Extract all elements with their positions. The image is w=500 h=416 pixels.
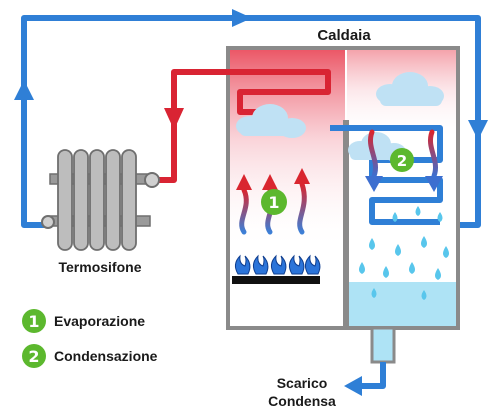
arrow-icon <box>236 168 310 190</box>
stage-2-badge: 2 <box>390 148 414 172</box>
drain-label-line1: Scarico <box>277 375 328 391</box>
svg-text:2: 2 <box>397 152 407 170</box>
boiler-title: Caldaia <box>317 27 371 44</box>
condensate-drain <box>344 326 396 396</box>
arrow-icon <box>232 9 252 27</box>
drain-label-line2: Condensa <box>268 393 336 409</box>
legend-item-condensation: 2 Condensazione <box>22 344 158 368</box>
legend: 1 Evaporazione 2 Condensazione <box>22 309 158 368</box>
cloud-icon <box>376 72 444 106</box>
condensate-water <box>347 282 456 326</box>
flame-icon <box>234 254 321 275</box>
svg-text:Condensazione: Condensazione <box>54 348 158 364</box>
svg-text:Evaporazione: Evaporazione <box>54 313 145 329</box>
heat-exchanger-coil <box>330 125 443 225</box>
svg-text:1: 1 <box>28 312 39 331</box>
stage-1-badge: 1 <box>261 189 287 215</box>
arrow-icon <box>14 80 34 100</box>
water-drop-icon <box>359 206 449 300</box>
hot-circuit-pipe <box>152 69 331 183</box>
arrow-icon <box>468 120 488 140</box>
svg-text:1: 1 <box>268 193 279 212</box>
legend-item-evaporation: 1 Evaporazione <box>22 309 145 333</box>
radiator-label: Termosifone <box>59 259 142 275</box>
svg-text:2: 2 <box>28 347 39 366</box>
arrow-icon <box>164 108 184 130</box>
radiator-icon <box>41 149 160 251</box>
arrow-icon <box>344 376 362 396</box>
cold-circuit-pipe <box>14 9 488 228</box>
arrow-icon <box>365 176 443 192</box>
cloud-icon <box>236 104 306 138</box>
condensing-vapor-arrows <box>368 129 438 179</box>
burner <box>232 254 321 284</box>
